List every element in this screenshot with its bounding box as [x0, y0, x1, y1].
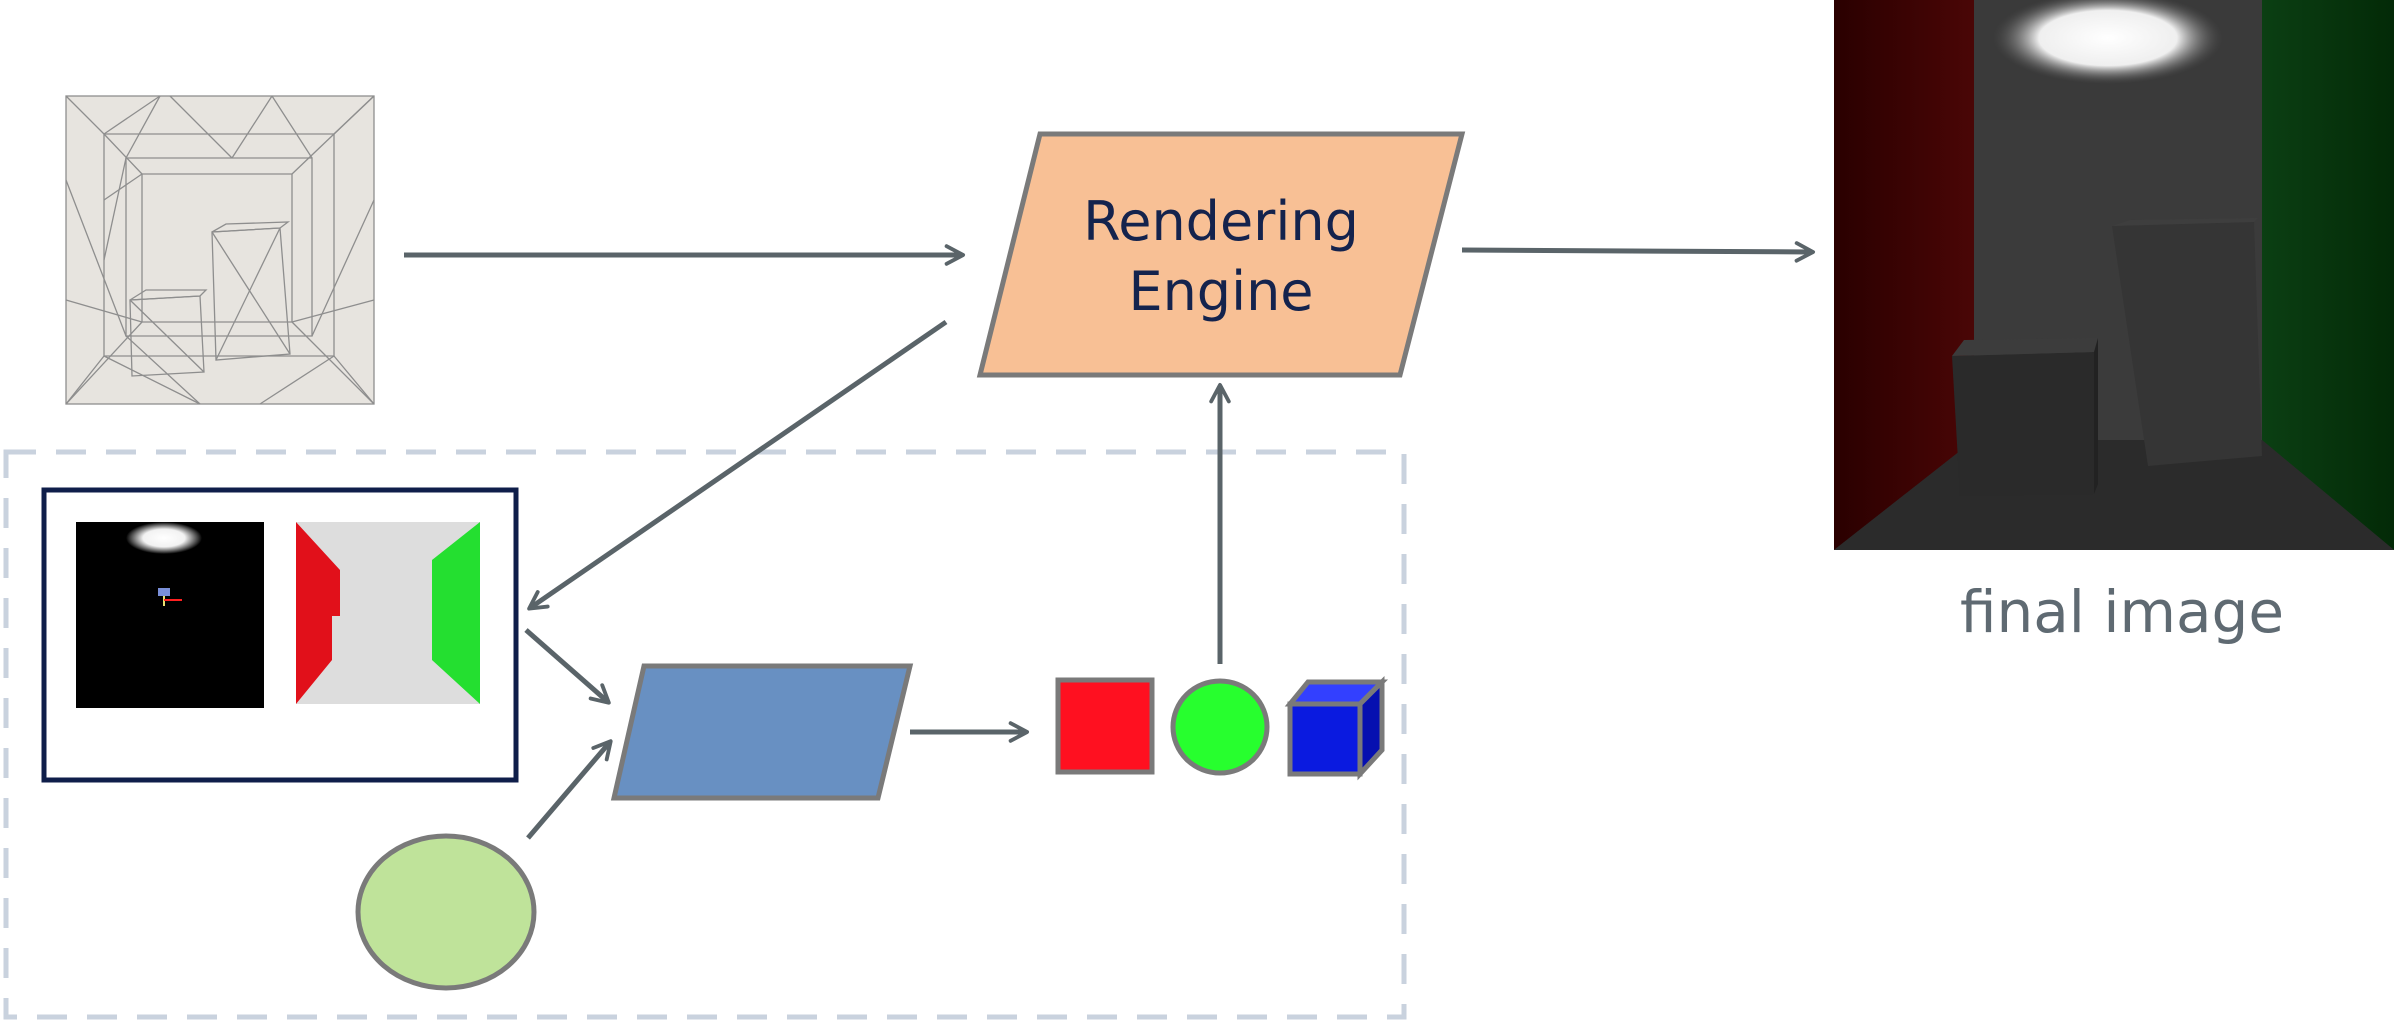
gbuffer-panel [41, 487, 519, 783]
red-square-icon [1055, 677, 1155, 775]
shader-block [610, 663, 914, 801]
rendering-engine-block: Rendering Engine [976, 131, 1466, 378]
blue-cube-icon [1284, 675, 1389, 781]
final-image-caption: final image [1960, 578, 2284, 646]
rendered-cornell-box-icon [1834, 0, 2394, 550]
arrow-buffers-to-shader [524, 628, 611, 705]
wireframe-scene-icon [65, 95, 375, 405]
green-circle-icon [1170, 678, 1270, 776]
shading-pass-group [3, 449, 1407, 1020]
light-view-buffer-icon [76, 522, 264, 708]
engine-label-line1: Rendering [1083, 190, 1359, 253]
light-source-icon [355, 833, 537, 991]
engine-label-line2: Engine [1128, 260, 1313, 323]
arrow-engine-to-buffers [527, 319, 948, 611]
albedo-buffer-icon [296, 522, 480, 704]
arrow-light-to-shader [526, 739, 613, 840]
arrow-engine-to-image [1461, 241, 1816, 263]
